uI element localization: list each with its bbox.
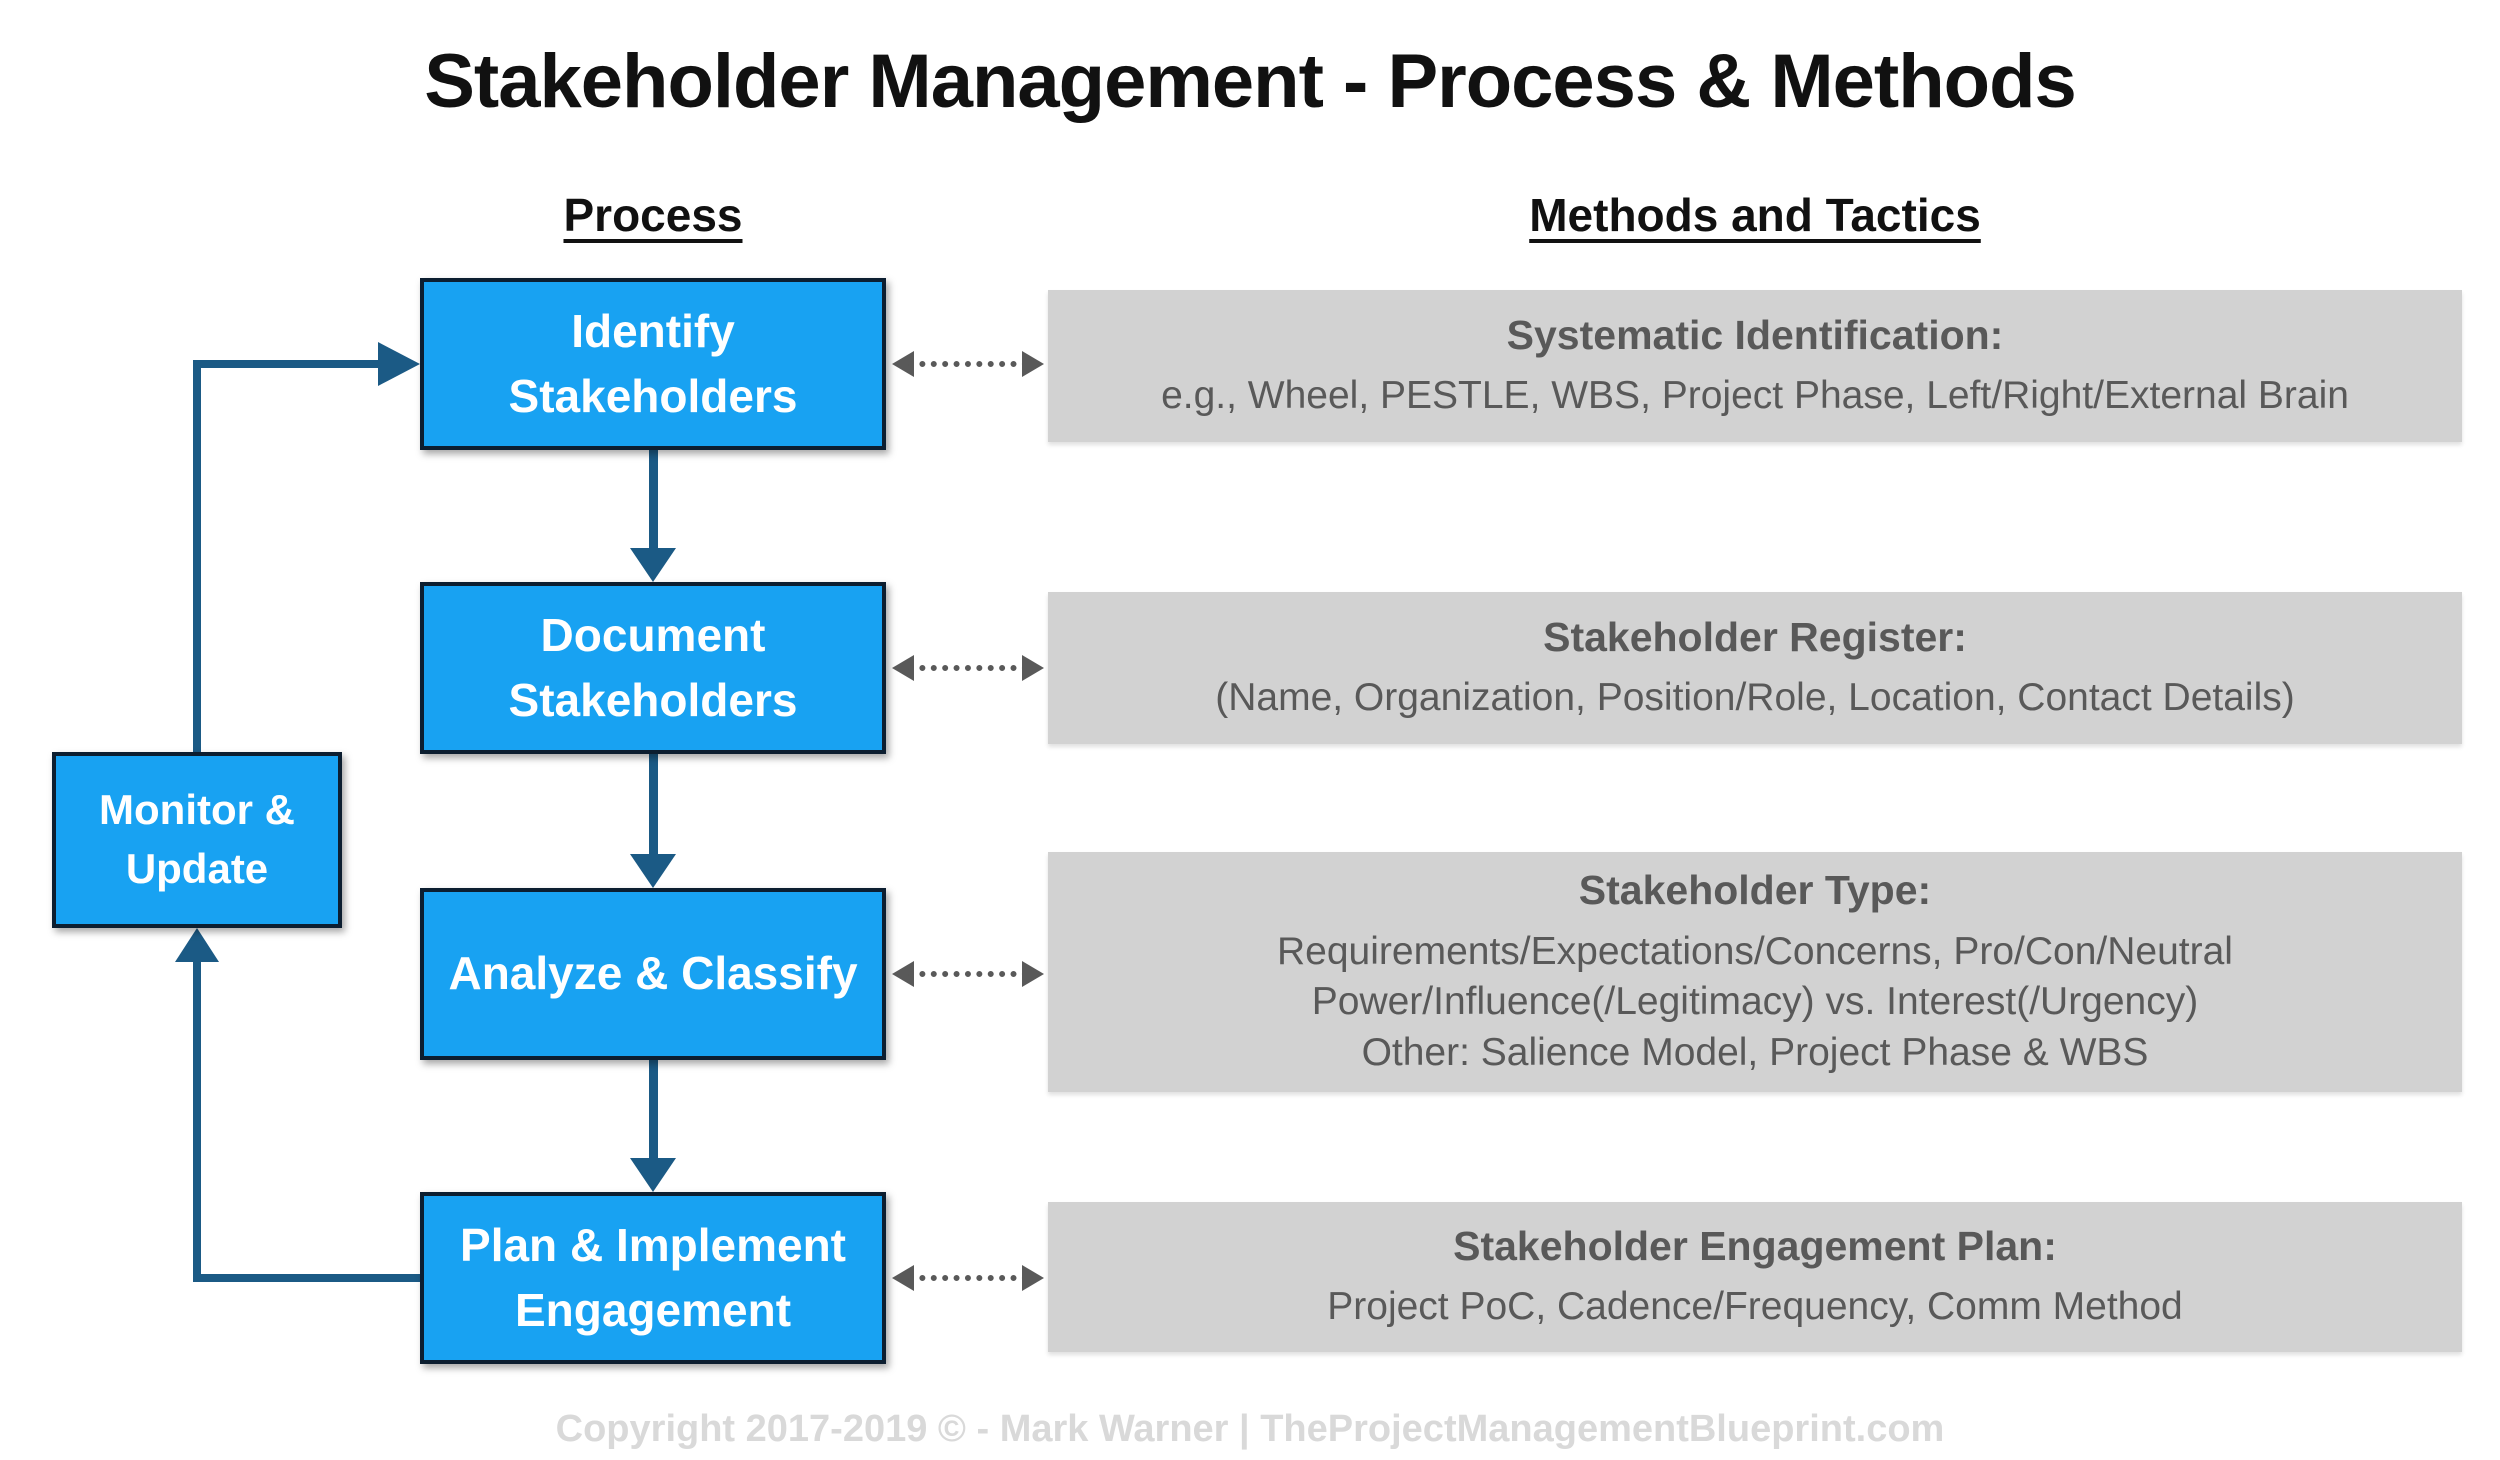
dotted-line	[908, 361, 1028, 367]
dotted-line	[908, 665, 1028, 671]
process-box-label-line: Document	[540, 608, 766, 661]
method-box-heading: Stakeholder Register:	[1543, 614, 1967, 661]
method-box-heading: Stakeholder Type:	[1578, 867, 1932, 914]
method-box-body-line: Project PoC, Cadence/Frequency, Comm Met…	[1327, 1285, 2183, 1329]
arrowhead-right-into-identify-icon	[378, 342, 420, 386]
flow-line-document-to-analyze	[649, 754, 658, 856]
loop-line-left-lower	[193, 962, 201, 1278]
method-box-body-line: e.g., Wheel, PESTLE, WBS, Project Phase,…	[1161, 374, 2349, 418]
process-box-analyze-classify: Analyze & Classify	[420, 888, 886, 1060]
process-box-document-stakeholders: Document Stakeholders	[420, 582, 886, 754]
arrowhead-down-icon	[630, 1158, 676, 1192]
process-box-label-line: Stakeholders	[508, 370, 798, 422]
method-box-body-line: Requirements/Expectations/Concerns, Pro/…	[1277, 929, 2233, 973]
methods-column-header: Methods and Tactics	[1529, 189, 1981, 241]
loop-line-left-upper	[193, 360, 201, 752]
dotted-line	[908, 1275, 1028, 1281]
method-box-systematic-identification: Systematic Identification: e.g., Wheel, …	[1048, 290, 2462, 442]
process-box-label-line: Stakeholders	[508, 674, 798, 726]
process-box-label-line: Engagement	[514, 1284, 792, 1336]
loop-box-label-line: Monitor &	[99, 786, 295, 834]
method-box-body-line: (Name, Organization, Position/Role, Loca…	[1215, 676, 2295, 720]
loop-box-label-line: Update	[125, 845, 269, 892]
method-box-body-line: Other: Salience Model, Project Phase & W…	[1361, 1030, 2149, 1074]
dotted-arrowhead-left-icon	[892, 351, 914, 377]
process-box-plan-implement-engagement: Plan & Implement Engagement	[420, 1192, 886, 1364]
process-box-identify-stakeholders: Identify Stakeholders	[420, 278, 886, 450]
method-box-stakeholder-type: Stakeholder Type: Requirements/Expectati…	[1048, 852, 2462, 1092]
process-box-label-line: Plan & Implement	[460, 1218, 846, 1271]
dotted-arrowhead-left-icon	[892, 961, 914, 987]
process-box-label-line: Identify	[571, 304, 735, 357]
dotted-arrowhead-right-icon	[1022, 961, 1044, 987]
method-box-heading: Stakeholder Engagement Plan:	[1453, 1223, 2057, 1270]
method-box-stakeholder-register: Stakeholder Register: (Name, Organizatio…	[1048, 592, 2462, 744]
loop-line-bottom-horizontal	[193, 1274, 420, 1282]
loop-line-top-horizontal	[193, 360, 381, 368]
method-box-heading: Systematic Identification:	[1506, 312, 2004, 359]
dotted-arrowhead-right-icon	[1022, 351, 1044, 377]
loop-box-monitor-update: Monitor & Update	[52, 752, 342, 928]
method-box-body-line: Power/Influence(/Legitimacy) vs. Interes…	[1311, 980, 2199, 1024]
dotted-line	[908, 971, 1028, 977]
dotted-arrowhead-left-icon	[892, 655, 914, 681]
flow-line-analyze-to-plan	[649, 1060, 658, 1160]
arrowhead-up-into-monitor-icon	[175, 928, 219, 962]
flow-line-identify-to-document	[649, 450, 658, 550]
dotted-arrowhead-left-icon	[892, 1265, 914, 1291]
method-box-stakeholder-engagement-plan: Stakeholder Engagement Plan: Project PoC…	[1048, 1202, 2462, 1352]
page-title: Stakeholder Management - Process & Metho…	[424, 39, 2077, 124]
copyright-text: Copyright 2017-2019 © - Mark Warner | Th…	[555, 1408, 1945, 1450]
arrowhead-down-icon	[630, 548, 676, 582]
arrowhead-down-icon	[630, 854, 676, 888]
process-column-header: Process	[563, 189, 743, 241]
dotted-arrowhead-right-icon	[1022, 1265, 1044, 1291]
dotted-arrowhead-right-icon	[1022, 655, 1044, 681]
process-box-label-line: Analyze & Classify	[448, 947, 858, 1000]
